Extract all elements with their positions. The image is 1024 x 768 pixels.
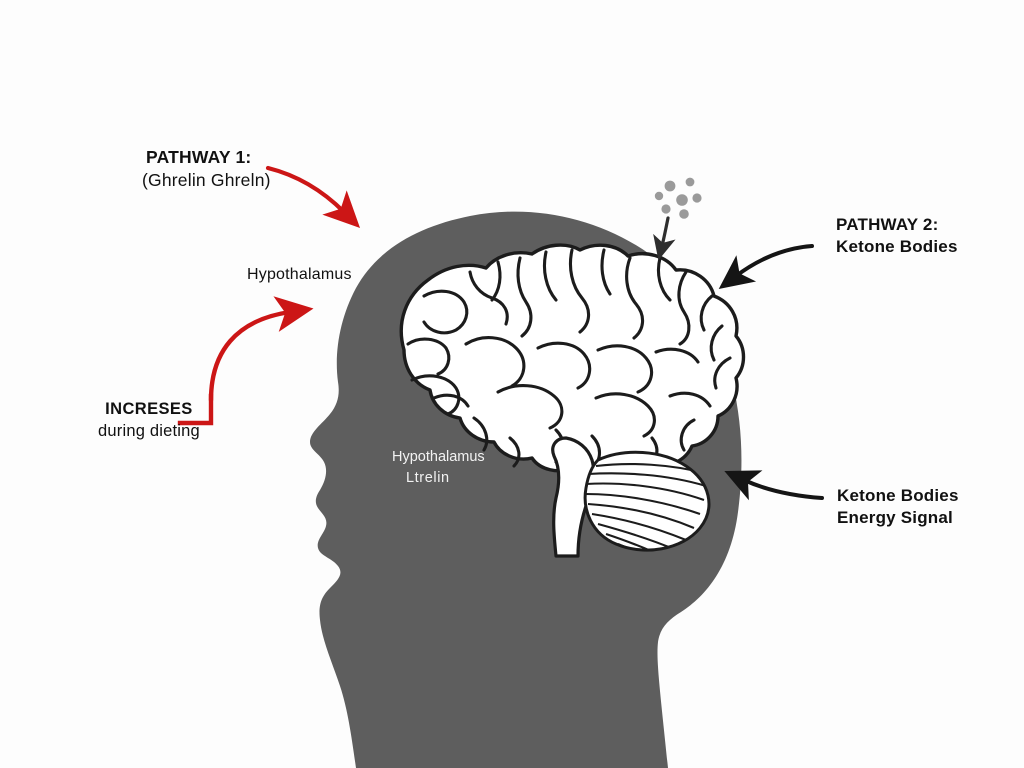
label-ketone-energy: Ketone Bodies Energy Signal — [837, 485, 959, 530]
label-pathway2-line1: PATHWAY 2: — [836, 215, 939, 234]
particles-arrow — [653, 216, 676, 261]
label-pathway2: PATHWAY 2: Ketone Bodies — [836, 214, 958, 259]
label-inner-hypothalamus: Hypothalamus — [392, 449, 485, 465]
ketone-body-particles — [654, 177, 702, 219]
label-increses-line2: during dieting — [98, 421, 200, 440]
pathway1-arrow — [265, 165, 361, 229]
label-pathway1-line1: PATHWAY 1: — [146, 147, 252, 167]
label-pathway1-line2: (Ghrelin Ghreln) — [142, 170, 271, 191]
brain-cerebrum — [399, 243, 746, 479]
label-pathway2-line2: Ketone Bodies — [836, 237, 958, 257]
label-inner-hormone: Ltrelin — [406, 470, 450, 486]
label-increses: INCRESES during dieting — [98, 399, 200, 443]
cerebellum — [583, 450, 711, 552]
brainstem — [551, 436, 596, 558]
ketone-energy-arrow — [724, 470, 824, 501]
increses-arrow — [177, 393, 214, 426]
label-ketone-energy-line1: Ketone Bodies — [837, 486, 959, 505]
pathway2-arrow — [718, 244, 814, 289]
label-ketone-energy-line2: Energy Signal — [837, 508, 953, 528]
label-increses-line1: INCRESES — [105, 400, 193, 418]
label-hypothalamus-outer: Hypothalamus — [247, 266, 352, 283]
label-pathway1: PATHWAY 1: (Ghrelin Ghreln) — [142, 146, 271, 192]
increses-arrow-curve — [208, 296, 314, 403]
